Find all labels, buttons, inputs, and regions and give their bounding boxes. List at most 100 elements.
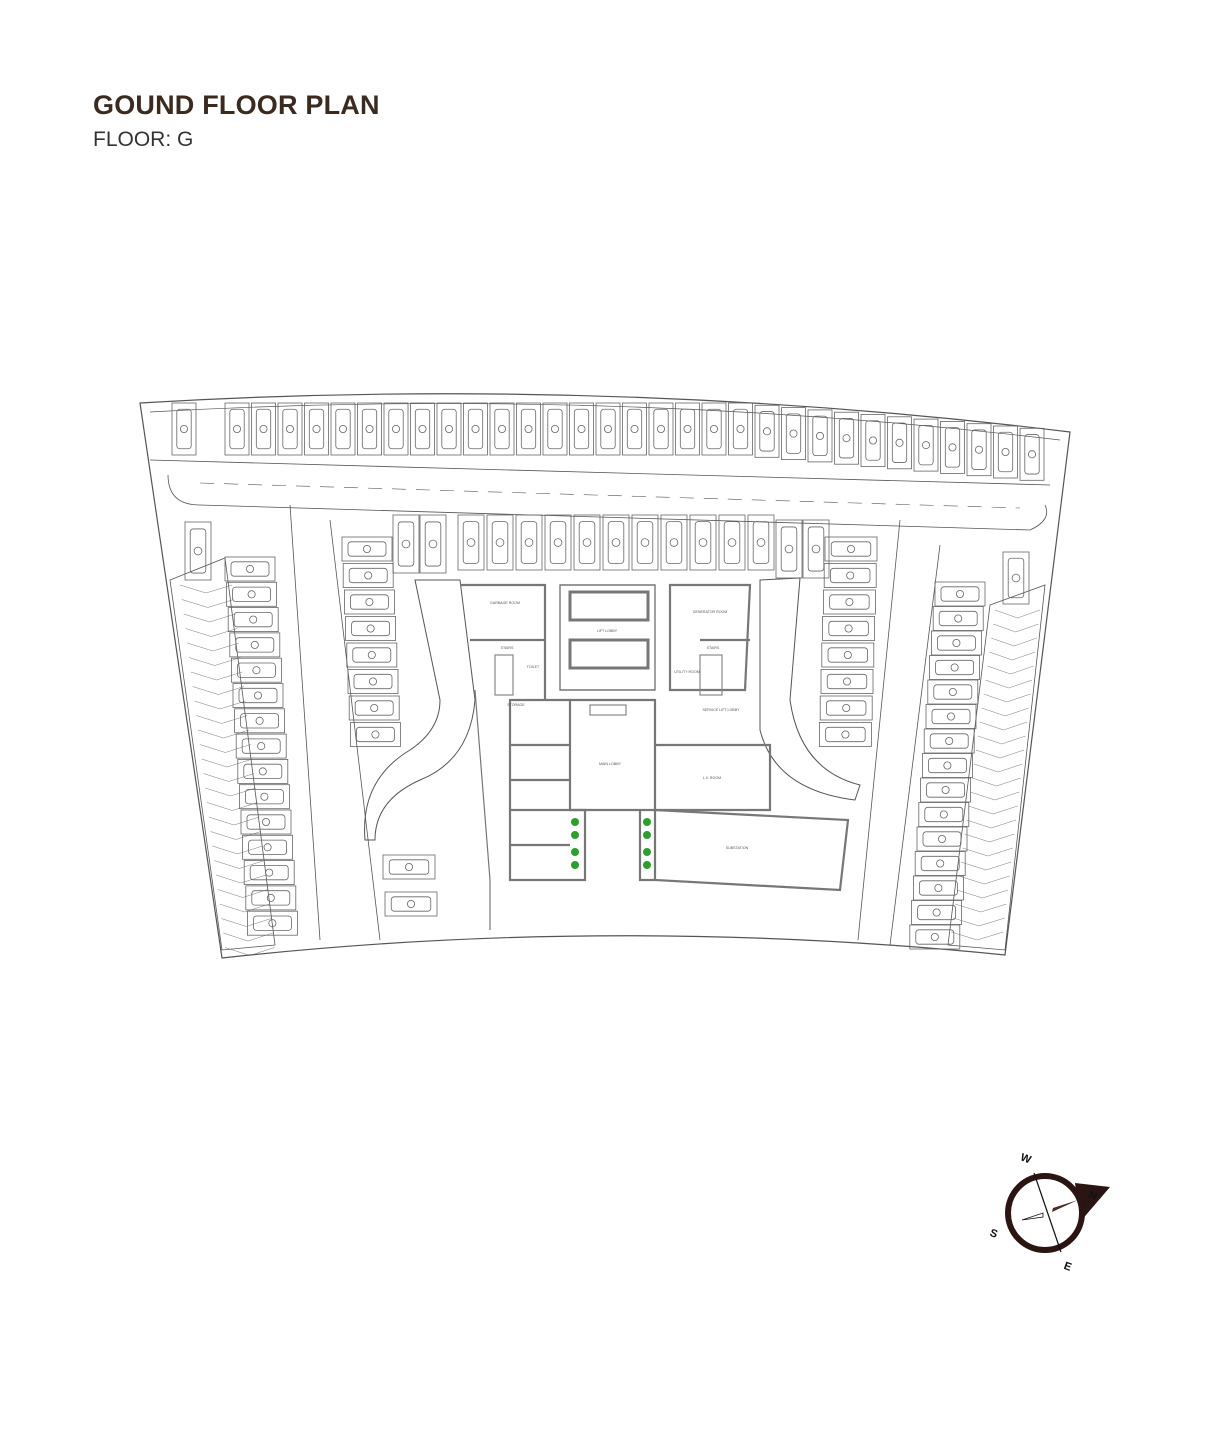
car-icon <box>926 782 965 798</box>
car-icon <box>865 420 881 461</box>
car-icon <box>414 408 431 450</box>
hatch-line <box>214 860 265 869</box>
hatch-line <box>219 903 270 913</box>
right-ramp <box>759 577 861 801</box>
hatch-line <box>991 637 1037 647</box>
car-icon <box>826 673 868 690</box>
car-icon <box>441 408 457 450</box>
compass-n: N <box>1087 1189 1099 1203</box>
parking-stall <box>914 851 966 876</box>
car-icon <box>573 408 590 450</box>
parking-stall <box>631 514 659 571</box>
lift-bank <box>568 590 650 622</box>
parking-stall <box>1019 427 1045 481</box>
hatch-line <box>217 889 268 898</box>
parking-stall <box>860 414 886 467</box>
hatch-line <box>987 665 1034 675</box>
car-icon <box>653 408 669 450</box>
car-icon <box>520 408 537 450</box>
parking-stall <box>929 655 980 680</box>
parking-stall <box>940 420 965 474</box>
car-icon <box>826 700 867 716</box>
room-label-lv-room: L.V. ROOM <box>703 776 721 780</box>
car-icon <box>467 408 484 450</box>
car-icon <box>915 929 955 945</box>
room-label-substation: SUBSTATION <box>726 846 749 850</box>
car-icon <box>924 806 964 823</box>
car-icon <box>578 521 596 564</box>
compass-needle-south <box>1021 1212 1044 1221</box>
car-icon <box>723 521 741 564</box>
car-icon <box>891 422 908 463</box>
plant-icon <box>643 831 651 839</box>
parking-stall <box>486 514 514 571</box>
stair-flight <box>699 654 723 696</box>
car-icon <box>248 839 288 855</box>
hatch-line <box>970 791 1020 801</box>
car-icon <box>243 763 283 780</box>
parking-stall <box>934 581 986 607</box>
hatch-line <box>215 874 267 884</box>
parking-stall <box>234 708 286 734</box>
planters <box>571 818 651 869</box>
hatch-line <box>964 833 1015 843</box>
right-edge-band <box>947 584 1046 951</box>
compass-ring <box>1005 1173 1085 1253</box>
car-icon <box>249 865 289 881</box>
hatch-line <box>181 599 234 608</box>
car-icon <box>349 594 389 610</box>
parking-stall <box>229 632 281 658</box>
car-icon <box>255 408 272 450</box>
parking-stall <box>922 753 973 778</box>
car-icon <box>1024 434 1040 475</box>
parking-stall <box>237 759 289 784</box>
compass-w: W <box>1019 1152 1033 1167</box>
plant-icon <box>571 831 579 839</box>
car-icon <box>233 612 273 628</box>
lift-bank <box>568 638 650 670</box>
parking-stall <box>701 402 727 456</box>
hatch-line <box>955 903 1007 913</box>
parking-stall <box>515 514 543 571</box>
hatch-line <box>183 613 236 623</box>
car-icon <box>636 521 654 564</box>
parking-stall <box>171 402 197 456</box>
hatch-line <box>203 773 255 782</box>
car-icon <box>752 521 770 564</box>
car-icon <box>828 620 869 637</box>
car-icon <box>812 415 828 457</box>
car-icon <box>352 647 392 663</box>
hatch-line <box>185 628 238 637</box>
parking-stall <box>648 402 674 456</box>
parking-stall <box>925 704 977 729</box>
car-icon <box>626 408 643 450</box>
parking-stall <box>436 402 462 456</box>
car-icon <box>238 687 278 704</box>
parking-stall <box>913 875 964 901</box>
car-icon <box>607 521 625 564</box>
parking-stall <box>348 695 400 721</box>
car-icon <box>236 662 276 678</box>
plant-icon <box>643 848 651 856</box>
hatch-line <box>188 657 241 666</box>
hatch-line <box>221 918 272 927</box>
room-label-main-lobby: MAIN LOBBY <box>599 762 622 766</box>
parking-stall <box>341 536 393 562</box>
parking-stall <box>569 402 594 456</box>
car-icon <box>176 408 192 450</box>
room-label-storage: STORAGE <box>507 703 525 707</box>
parking-stall <box>834 411 859 465</box>
room-label-service-lift-lobby: SERVICE LIFT LOBBY <box>702 708 740 712</box>
parking-stall <box>927 679 979 705</box>
car-icon <box>251 890 291 906</box>
parking-stall <box>920 777 971 803</box>
parking-stall <box>923 728 975 754</box>
hatch-line <box>958 875 1010 885</box>
hatch-line <box>224 947 275 956</box>
car-icon <box>937 635 976 651</box>
parking-stall <box>689 514 717 571</box>
hatch-line <box>212 845 263 855</box>
car-icon <box>827 647 868 663</box>
parking-stall <box>823 589 876 615</box>
car-icon <box>397 521 415 567</box>
